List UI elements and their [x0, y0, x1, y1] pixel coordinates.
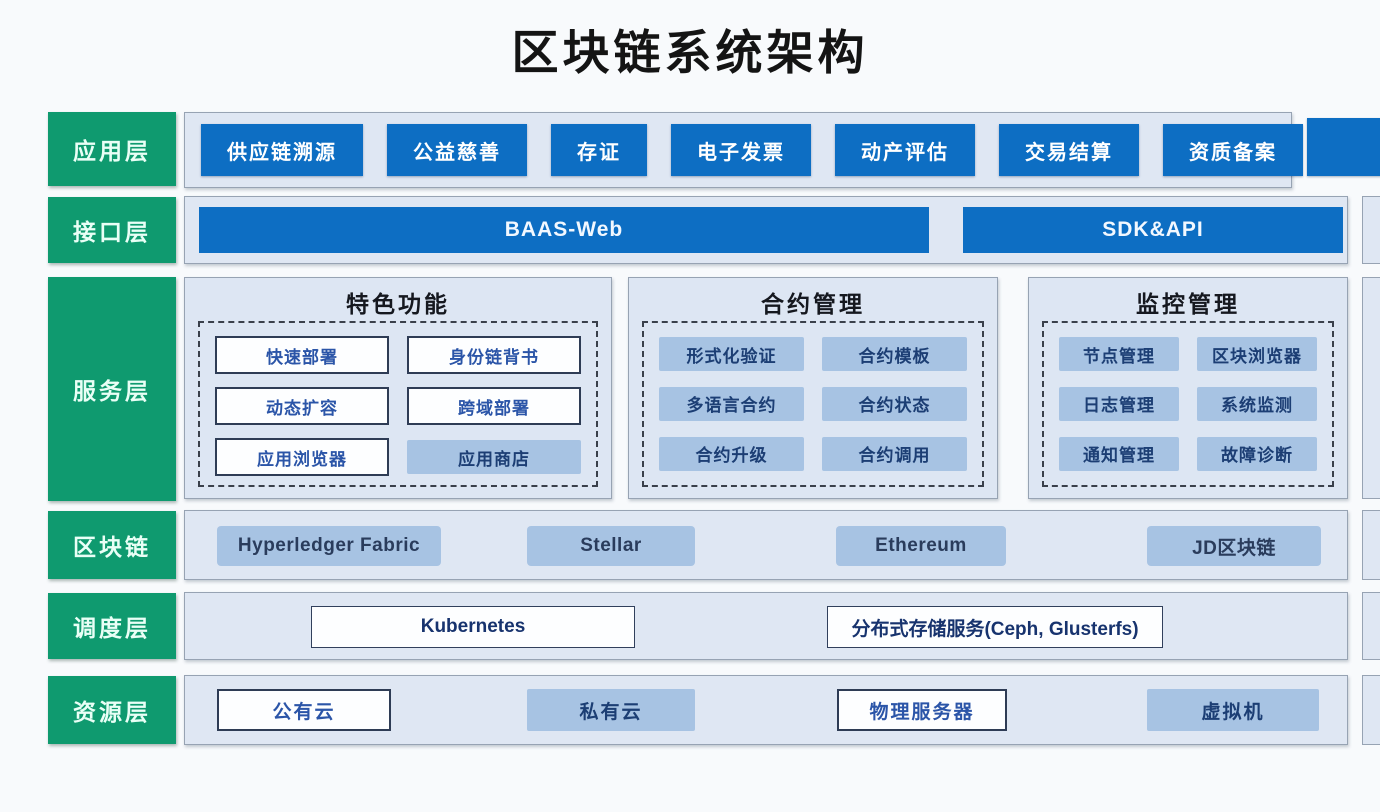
page-title: 区块链系统架构 [511, 26, 869, 79]
layer-label-resource: 资源层 [48, 676, 176, 744]
service-item-node-management: 节点管理 [1059, 337, 1179, 372]
cutoff-panel-sliver [1362, 277, 1380, 499]
service-item-multilang-contract: 多语言合约 [659, 386, 804, 421]
blockchain-item-stellar: Stellar [527, 526, 695, 566]
service-item-system-monitoring: 系统监测 [1197, 386, 1317, 421]
service-item-rapid-deploy: 快速部署 [215, 336, 389, 374]
service-item-notification-management: 通知管理 [1059, 436, 1179, 471]
app-item-partial-cutoff [1307, 118, 1380, 176]
group-title: 特色功能 [346, 291, 450, 317]
resource-panel: 公有云 私有云 物理服务器 虚拟机 [184, 675, 1348, 745]
service-item-app-browser: 应用浏览器 [215, 438, 389, 476]
group-dashed-area: 节点管理 区块浏览器 日志管理 系统监测 通知管理 故障诊断 [1042, 321, 1334, 487]
cutoff-panel-sliver [1362, 592, 1380, 660]
blockchain-item-ethereum: Ethereum [836, 526, 1006, 566]
service-item-app-store: 应用商店 [407, 440, 581, 474]
cutoff-panel-sliver [1362, 510, 1380, 580]
blockchain-item-jd-chain: JD区块链 [1147, 526, 1321, 566]
cutoff-panel-sliver [1362, 196, 1380, 264]
layer-label-blockchain: 区块链 [48, 511, 176, 579]
app-item-charity: 公益慈善 [387, 124, 527, 176]
resource-item-virtual-machine: 虚拟机 [1147, 689, 1319, 731]
app-item-supply-chain-trace: 供应链溯源 [201, 124, 363, 176]
resource-item-public-cloud: 公有云 [217, 689, 391, 731]
application-panel: 供应链溯源 公益慈善 存证 电子发票 动产评估 交易结算 资质备案 [184, 112, 1303, 188]
interface-panel: BAAS-Web SDK&API [184, 196, 1348, 264]
service-item-contract-template: 合约模板 [822, 337, 967, 372]
scheduling-item-kubernetes: Kubernetes [311, 606, 635, 648]
blockchain-panel: Hyperledger Fabric Stellar Ethereum JD区块… [184, 510, 1348, 580]
group-dashed-area: 形式化验证 合约模板 多语言合约 合约状态 合约升级 合约调用 [642, 321, 984, 487]
resource-item-private-cloud: 私有云 [527, 689, 695, 731]
layer-label-interface: 接口层 [48, 197, 176, 263]
app-item-qualification-filing: 资质备案 [1163, 124, 1303, 176]
interface-item-sdk-api: SDK&API [963, 207, 1343, 253]
service-group-contract-management: 合约管理 形式化验证 合约模板 多语言合约 合约状态 合约升级 合约调用 [628, 277, 998, 499]
blockchain-item-hyperledger-fabric: Hyperledger Fabric [217, 526, 441, 566]
service-item-contract-invoke: 合约调用 [822, 436, 967, 471]
service-group-monitoring-management: 监控管理 节点管理 区块浏览器 日志管理 系统监测 通知管理 故障诊断 [1028, 277, 1348, 499]
scheduling-panel: Kubernetes 分布式存储服务(Ceph, Glusterfs) [184, 592, 1348, 660]
cutoff-panel-sliver [1362, 675, 1380, 745]
app-item-asset-evaluation: 动产评估 [835, 124, 975, 176]
service-item-contract-upgrade: 合约升级 [659, 436, 804, 471]
service-item-log-management: 日志管理 [1059, 386, 1179, 421]
app-item-e-invoice: 电子发票 [671, 124, 811, 176]
service-item-cross-domain-deploy: 跨域部署 [407, 387, 581, 425]
application-items-row: 供应链溯源 公益慈善 存证 电子发票 动产评估 交易结算 资质备案 [185, 113, 1303, 187]
resource-item-physical-server: 物理服务器 [837, 689, 1007, 731]
service-item-fault-diagnosis: 故障诊断 [1197, 436, 1317, 471]
group-title: 合约管理 [761, 291, 865, 317]
layer-label-scheduling: 调度层 [48, 593, 176, 659]
group-title: 监控管理 [1136, 291, 1240, 317]
service-group-featured-functions: 特色功能 快速部署 身份链背书 动态扩容 跨域部署 应用浏览器 应用商店 [184, 277, 612, 499]
service-item-block-explorer: 区块浏览器 [1197, 337, 1317, 372]
layer-label-service: 服务层 [48, 277, 176, 501]
service-item-formal-verification: 形式化验证 [659, 337, 804, 372]
group-dashed-area: 快速部署 身份链背书 动态扩容 跨域部署 应用浏览器 应用商店 [198, 321, 598, 487]
app-item-evidence-storage: 存证 [551, 124, 647, 176]
service-item-dynamic-scaling: 动态扩容 [215, 387, 389, 425]
scheduling-item-distributed-storage: 分布式存储服务(Ceph, Glusterfs) [827, 606, 1163, 648]
layer-label-application: 应用层 [48, 112, 176, 186]
service-item-contract-status: 合约状态 [822, 386, 967, 421]
app-item-trade-settlement: 交易结算 [999, 124, 1139, 176]
interface-item-baas-web: BAAS-Web [199, 207, 929, 253]
service-item-identity-endorsement: 身份链背书 [407, 336, 581, 374]
